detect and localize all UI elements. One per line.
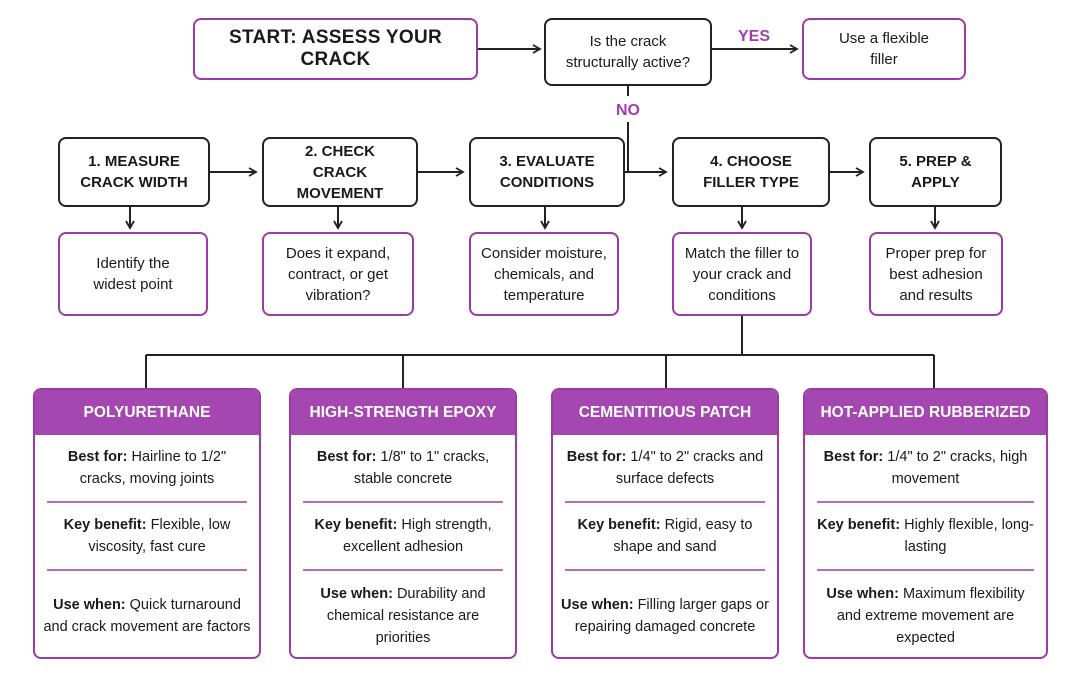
- step-3-desc: Consider moisture, chemicals, and temper…: [481, 244, 607, 304]
- use-when-text: Durability and chemical resistance are p…: [326, 586, 486, 646]
- filler-card-polyurethane: POLYURETHANE Best for: Hairline to 1/2" …: [33, 388, 261, 659]
- question-text: Is the crack structurally active?: [565, 33, 691, 71]
- use-when-text: Filling larger gaps or repairing damaged…: [574, 597, 769, 635]
- step-4-desc: Match the filler to your crack and condi…: [684, 244, 800, 304]
- key-benefit-label: Key benefit:: [314, 517, 398, 533]
- step-5-title: 5. PREP & APPLY: [899, 153, 972, 191]
- step-3-desc-box: Consider moisture, chemicals, and temper…: [469, 232, 619, 316]
- best-for-label: Best for:: [823, 449, 884, 465]
- key-benefit-label: Key benefit:: [817, 517, 901, 533]
- step-2-desc: Does it expand, contract, or get vibrati…: [285, 244, 391, 304]
- divider: [817, 501, 1034, 503]
- key-benefit-text: Flexible, low viscosity, fast cure: [88, 517, 231, 555]
- step-1-box: 1. MEASURE CRACK WIDTH: [58, 137, 210, 207]
- key-benefit-section: Key benefit: Rigid, easy to shape and sa…: [553, 503, 777, 569]
- yes-result-text: Use a flexible filler: [838, 30, 930, 68]
- start-text: START: ASSESS YOUR CRACK: [228, 27, 443, 70]
- use-when-text: Maximum flexibility and extreme movement…: [836, 586, 1025, 646]
- start-box: START: ASSESS YOUR CRACK: [193, 18, 478, 80]
- filler-card-rubberized: HOT-APPLIED RUBBERIZED Best for: 1/4" to…: [803, 388, 1048, 659]
- step-2-box: 2. CHECK CRACK MOVEMENT: [262, 137, 418, 207]
- step-3-box: 3. EVALUATE CONDITIONS: [469, 137, 625, 207]
- step-4-desc-box: Match the filler to your crack and condi…: [672, 232, 812, 316]
- question-box: Is the crack structurally active?: [544, 18, 712, 86]
- step-1-title: 1. MEASURE CRACK WIDTH: [80, 153, 188, 191]
- use-when-text: Quick turnaround and crack movement are …: [43, 597, 251, 635]
- use-when-section: Use when: Durability and chemical resist…: [291, 571, 515, 657]
- best-for-text: 1/8" to 1" cracks, stable concrete: [353, 449, 490, 487]
- use-when-label: Use when:: [826, 586, 899, 602]
- yes-label: YES: [738, 28, 771, 45]
- step-2-title: 2. CHECK CRACK MOVEMENT: [296, 142, 384, 202]
- step-4-box: 4. CHOOSE FILLER TYPE: [672, 137, 830, 207]
- filler-card-title: CEMENTITIOUS PATCH: [553, 390, 777, 435]
- best-for-label: Best for:: [566, 449, 627, 465]
- divider: [303, 569, 503, 571]
- no-label: NO: [616, 102, 640, 119]
- step-4-title: 4. CHOOSE FILLER TYPE: [703, 153, 799, 191]
- best-for-label: Best for:: [67, 449, 128, 465]
- filler-card-title: HIGH-STRENGTH EPOXY: [291, 390, 515, 435]
- use-when-section: Use when: Quick turnaround and crack mov…: [35, 571, 259, 657]
- best-for-text: 1/4" to 2" cracks and surface defects: [615, 449, 764, 487]
- step-3-title: 3. EVALUATE CONDITIONS: [499, 153, 595, 191]
- divider: [303, 501, 503, 503]
- step-5-box: 5. PREP & APPLY: [869, 137, 1002, 207]
- best-for-label: Best for:: [316, 449, 377, 465]
- filler-card-title: POLYURETHANE: [35, 390, 259, 435]
- yes-result-box: Use a flexible filler: [802, 18, 966, 80]
- key-benefit-section: Key benefit: High strength, excellent ad…: [291, 503, 515, 569]
- filler-card-title: HOT-APPLIED RUBBERIZED: [805, 390, 1046, 435]
- divider: [47, 501, 247, 503]
- use-when-section: Use when: Maximum flexibility and extrem…: [805, 571, 1046, 657]
- use-when-section: Use when: Filling larger gaps or repairi…: [553, 571, 777, 657]
- key-benefit-label: Key benefit:: [63, 517, 147, 533]
- divider: [47, 569, 247, 571]
- divider: [565, 569, 765, 571]
- filler-card-epoxy: HIGH-STRENGTH EPOXY Best for: 1/8" to 1"…: [289, 388, 517, 659]
- key-benefit-text: Rigid, easy to shape and sand: [613, 517, 753, 555]
- key-benefit-section: Key benefit: Flexible, low viscosity, fa…: [35, 503, 259, 569]
- step-2-desc-box: Does it expand, contract, or get vibrati…: [262, 232, 414, 316]
- key-benefit-section: Key benefit: Highly flexible, long-lasti…: [805, 503, 1046, 569]
- best-for-text: Hairline to 1/2" cracks, moving joints: [79, 449, 227, 487]
- best-for-section: Best for: 1/4" to 2" cracks and surface …: [553, 435, 777, 501]
- key-benefit-label: Key benefit:: [577, 517, 661, 533]
- step-5-desc-box: Proper prep for best adhesion and result…: [869, 232, 1003, 316]
- use-when-label: Use when:: [53, 597, 126, 613]
- key-benefit-text: Highly flexible, long-lasting: [904, 517, 1034, 555]
- filler-card-cementitious: CEMENTITIOUS PATCH Best for: 1/4" to 2" …: [551, 388, 779, 659]
- use-when-label: Use when:: [561, 597, 634, 613]
- divider: [565, 501, 765, 503]
- divider: [817, 569, 1034, 571]
- best-for-section: Best for: 1/8" to 1" cracks, stable conc…: [291, 435, 515, 501]
- best-for-text: 1/4" to 2" cracks, high movement: [887, 449, 1028, 487]
- key-benefit-text: High strength, excellent adhesion: [342, 517, 492, 555]
- step-1-desc-box: Identify the widest point: [58, 232, 208, 316]
- step-5-desc: Proper prep for best adhesion and result…: [885, 244, 987, 304]
- best-for-section: Best for: Hairline to 1/2" cracks, movin…: [35, 435, 259, 501]
- use-when-label: Use when:: [320, 586, 393, 602]
- step-1-desc: Identify the widest point: [93, 255, 173, 293]
- best-for-section: Best for: 1/4" to 2" cracks, high moveme…: [805, 435, 1046, 501]
